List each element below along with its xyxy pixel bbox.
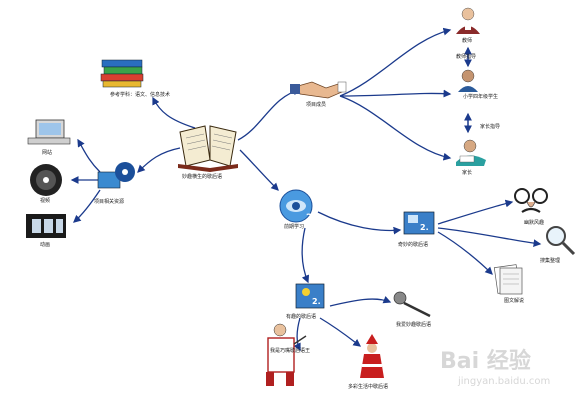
santa-figure-icon (360, 334, 384, 378)
poster-node: 我是巧嘴歇后语王 (266, 323, 310, 386)
eye-globe-icon: 2 (279, 189, 313, 223)
odd-xiehouyu-node: 2. 奇妙的歇后语 (398, 211, 435, 248)
humor-label: 幽默风趣 (524, 219, 544, 226)
link-fun-dailylife (319, 317, 362, 347)
pre-study-label: 前期学习 (284, 223, 304, 230)
svg-text:2.: 2. (312, 297, 321, 306)
link-center-outcome (237, 87, 302, 141)
handshake-icon (290, 81, 347, 99)
papers-icon (493, 264, 523, 295)
books-stack-icon (100, 59, 144, 88)
web-label: 网站 (42, 149, 52, 156)
link-outcome-student (339, 89, 452, 98)
fun-xiehouyu-label: 有趣的歇后语 (286, 313, 316, 320)
reference-label: 参考学科：语文、信息技术 (110, 91, 170, 98)
my-favorite-node: 我爱妙趣歇后语 (393, 291, 431, 328)
watermark: Bai 经验 jingyan.baidu.com (440, 348, 550, 387)
pre-study-node: 2 前期学习 (279, 189, 313, 230)
search-collect-label: 搜集整理 (540, 257, 560, 264)
watermark-url: jingyan.baidu.com (457, 376, 550, 387)
link-resources-animation (73, 189, 101, 223)
teacher-label: 教师 (462, 37, 472, 44)
project-outcome-label: 项目成员 (306, 101, 326, 108)
parent-node: 家长 (456, 139, 486, 176)
student-label: 小学四年级学生 (463, 93, 498, 100)
link-outcome-parent (339, 95, 452, 161)
reference-node: 参考学科：语文、信息技术 (100, 59, 170, 98)
video-node: 视频 (30, 164, 62, 204)
link-center-reference (152, 96, 196, 129)
image-explain-label: 图文解说 (504, 297, 524, 304)
cd-software-icon (97, 162, 135, 189)
link-center-prestudy (239, 149, 279, 191)
center-label: 妙趣横生的歇后语 (182, 173, 222, 180)
humor-node: 幽默风趣 (514, 188, 548, 226)
parent-guidance-label: 家长指导 (480, 123, 500, 130)
watermark-brand: Bai 经验 (440, 348, 531, 374)
software-box-icon-2: 2. (295, 283, 325, 309)
software-box-icon: 2. (403, 211, 435, 235)
link-resources-web (77, 138, 101, 173)
magnifier-icon (546, 226, 576, 256)
svg-text:2.: 2. (420, 223, 429, 232)
search-collect-node: 搜集整理 (540, 226, 576, 264)
student-node: 小学四年级学生 家长指导 (458, 69, 500, 130)
my-favorite-label: 我爱妙趣歇后语 (396, 321, 431, 328)
link-odd-search (437, 227, 542, 248)
link-prestudy-fun (301, 227, 310, 284)
microphone-icon (393, 291, 431, 318)
svg-text:2: 2 (306, 213, 312, 223)
project-outcome-node: 项目成员 (290, 81, 347, 108)
poster-text: 我是巧嘴歇后语王 (270, 347, 310, 354)
video-label: 视频 (40, 197, 50, 204)
link-odd-image (437, 231, 493, 275)
image-explain-node: 图文解说 (493, 264, 524, 304)
daily-life-label: 多彩生活中歇后语 (348, 383, 388, 390)
connectors (70, 27, 542, 352)
parent-label: 家长 (462, 169, 472, 176)
computer-icon (27, 119, 71, 145)
student-person-icon (458, 69, 478, 92)
fun-xiehouyu-node: 2. 有趣的歇后语 (286, 283, 325, 320)
teacher-person-icon (456, 7, 480, 34)
resources-node: 项目相关资源 (94, 162, 135, 205)
link-center-resources (137, 147, 181, 173)
film-strip-icon (26, 214, 66, 238)
teacher-guidance-label: 教师指导 (456, 53, 476, 60)
open-book-icon (178, 125, 238, 172)
odd-xiehouyu-label: 奇妙的歇后语 (398, 241, 428, 248)
animation-node: 动画 (26, 214, 66, 248)
sign-person-icon (266, 323, 307, 386)
daily-life-node: 多彩生活中歇后语 (348, 334, 388, 390)
link-odd-humor (437, 199, 514, 225)
link-outcome-teacher (339, 27, 452, 97)
link-fun-poster (293, 317, 301, 352)
teacher-node: 教师 教师指导 (456, 7, 480, 60)
center-node: 妙趣横生的歇后语 (178, 125, 238, 180)
web-node: 网站 (27, 119, 71, 156)
dvd-disc-icon (30, 164, 62, 196)
link-fun-favorite (329, 295, 392, 307)
animation-label: 动画 (40, 241, 50, 248)
link-prestudy-odd (317, 211, 402, 235)
funny-glasses-icon (514, 188, 548, 213)
parent-reading-icon (456, 139, 486, 166)
resources-label: 项目相关资源 (94, 198, 124, 205)
